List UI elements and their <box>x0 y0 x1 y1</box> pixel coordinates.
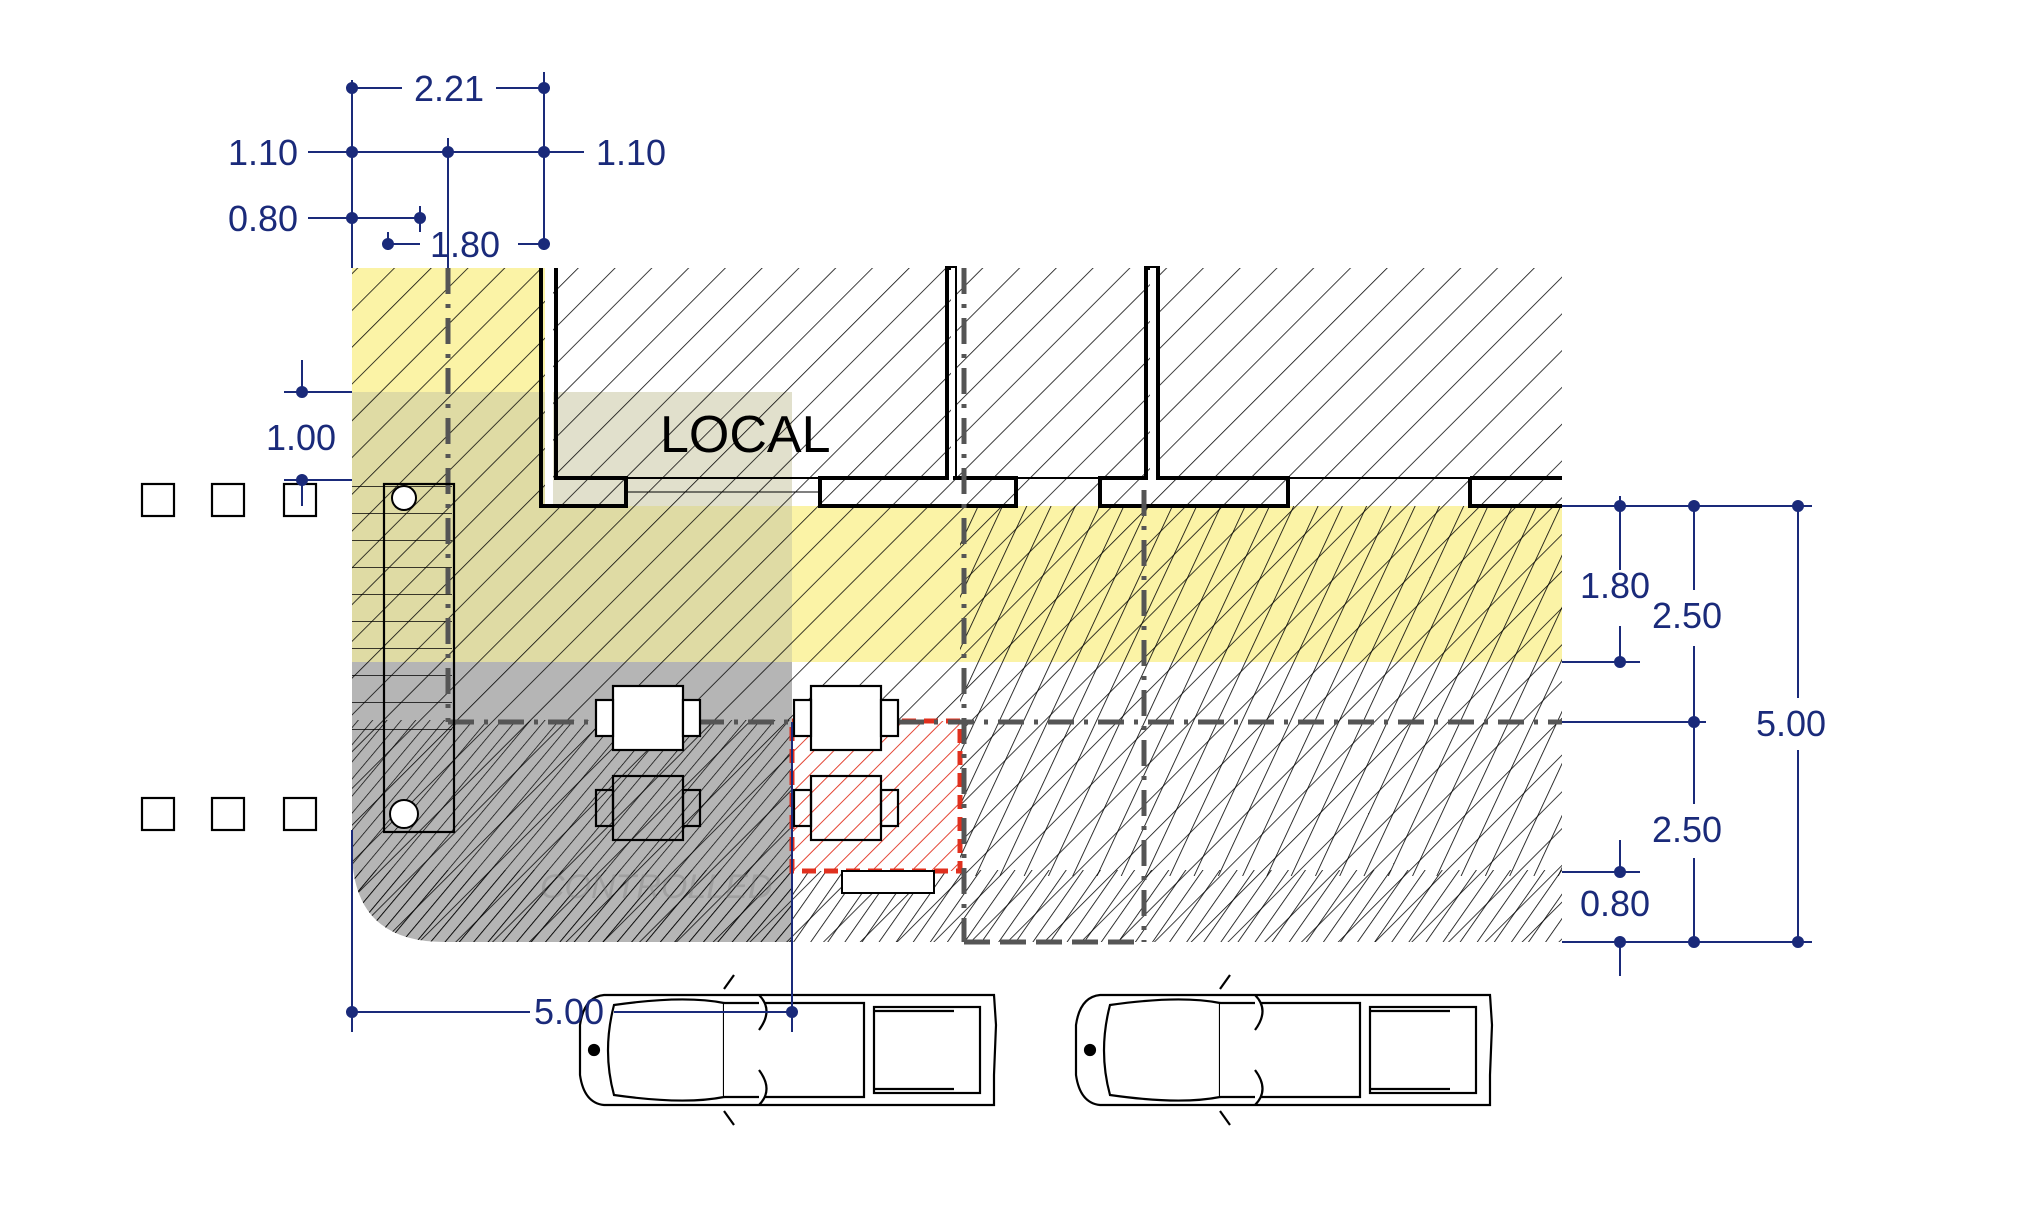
dim-right-total: 5.00 <box>1756 703 1826 744</box>
dim-bottom-width: 5.00 <box>534 991 604 1032</box>
dim-left-small: 1.00 <box>266 417 336 458</box>
tree-icon <box>391 485 417 511</box>
bench-icon <box>841 870 935 894</box>
tree-icon <box>389 799 419 829</box>
car-icon <box>578 974 998 1126</box>
dim-right-bottom: 0.80 <box>1580 883 1650 924</box>
table-with-chairs-icon <box>594 684 702 752</box>
table-with-chairs-icon <box>594 774 702 842</box>
wall-fills <box>545 268 1156 504</box>
dimension-labels: 2.21 1.10 1.10 0.80 1.80 1.00 1.80 2.50 … <box>228 68 1826 1032</box>
axis-lines <box>445 268 1562 945</box>
dim-top-mid: 1.80 <box>430 224 500 265</box>
table-with-chairs-icon <box>792 774 900 842</box>
dim-top-left: 1.10 <box>228 132 298 173</box>
bollard-icon <box>140 482 318 832</box>
pavement-zones <box>352 268 1562 942</box>
dim-top-small: 0.80 <box>228 198 298 239</box>
car-icon <box>1074 974 1494 1126</box>
dim-top-right: 1.10 <box>596 132 666 173</box>
building-walls <box>539 266 1562 508</box>
planter-icon <box>382 482 456 834</box>
dim-right-upper: 2.50 <box>1652 595 1722 636</box>
faint-ground-label: CONTROLLED <box>540 868 772 906</box>
dim-right-lower: 2.50 <box>1652 809 1722 850</box>
dim-top-total: 2.21 <box>414 68 484 109</box>
local-label: LOCAL <box>660 406 831 464</box>
dimension-lines <box>284 72 1812 1032</box>
dim-right-inner: 1.80 <box>1580 565 1650 606</box>
table-with-chairs-icon <box>792 684 900 752</box>
